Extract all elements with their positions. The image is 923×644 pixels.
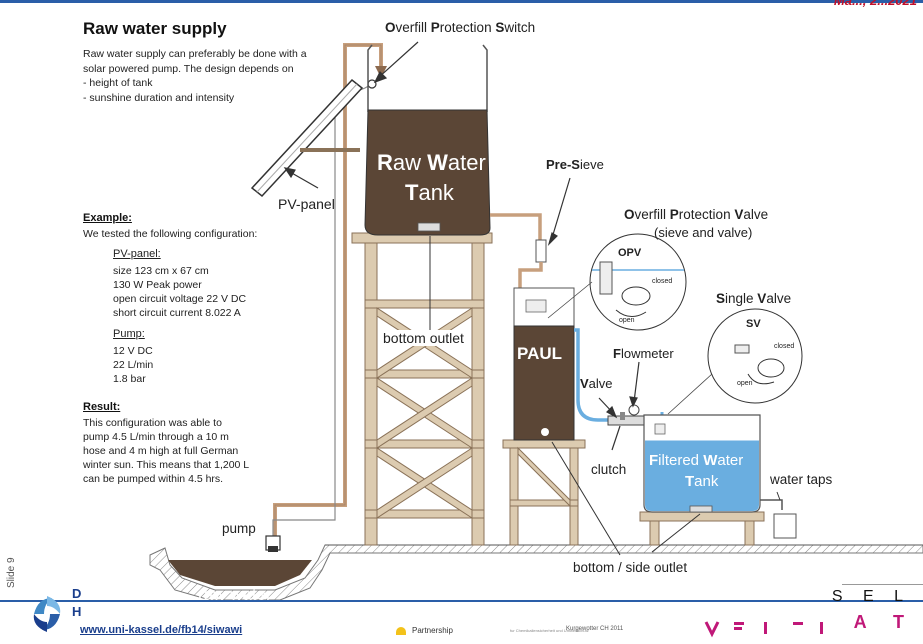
pv-heading: PV-panel: — [113, 248, 161, 260]
valve-label: Valve — [580, 376, 613, 391]
sv-closed: closed — [774, 343, 795, 350]
sv-open: open — [737, 380, 753, 387]
inflow-arrow — [375, 66, 387, 78]
intro-line: Raw water supply can preferably be done … — [83, 48, 307, 60]
flowmeter-label: Flowmeter — [613, 346, 674, 361]
pre-sieve-hose — [490, 213, 542, 240]
filtered-water-tank — [643, 414, 761, 513]
ops-label: Overfill Protection Switch — [385, 20, 536, 35]
slide-number: Slide 9 — [6, 557, 17, 588]
filtered-tank-stand — [639, 511, 765, 546]
pointer-arrows — [283, 41, 781, 556]
opv-closed: closed — [652, 278, 673, 285]
bottom-outlet-label: bottom outlet — [381, 330, 466, 346]
intro-line: solar powered pump. The design depends o… — [83, 62, 294, 75]
pv-line: short circuit current 8.022 A — [113, 307, 241, 319]
intro-line: - height of tank — [83, 77, 153, 89]
partner-small-text-2: Kurgewotter CH 2011 — [566, 626, 624, 632]
opv-label-line2: (sieve and valve) — [654, 225, 753, 240]
pump-line: 12 V DC — [113, 345, 153, 357]
result-line: This configuration was able to — [83, 417, 222, 429]
result-line: hose and 4 m high at full German — [83, 445, 239, 457]
pv-cable — [272, 83, 373, 540]
wooden-tower — [351, 232, 493, 546]
filtered-tank-label-line2: Tank — [685, 473, 719, 490]
result-line: winter sun. This means that 1,200 L — [83, 459, 250, 471]
result-line: can be pumped within 4.5 hrs. — [83, 473, 224, 485]
sv-detail-circle — [707, 308, 803, 404]
header-date: Ma..., 2...2021 — [833, 0, 917, 8]
sv-label: Single Valve — [716, 291, 792, 306]
bottom-side-outlet-label: bottom / side outlet — [573, 560, 688, 575]
footer-d: D — [72, 586, 82, 601]
intro-line: - sunshine duration and intensity — [83, 91, 235, 104]
intro-text: Raw water supply can preferably be done … — [83, 47, 307, 105]
example-text: We tested the following configuration: — [83, 228, 258, 240]
pump-line: 1.8 bar — [113, 373, 146, 385]
footer-rule — [0, 600, 923, 602]
partner-small-text: fur Chemikaliensicherheit und Umweltschu… — [510, 628, 589, 633]
opv-detail-circle — [589, 233, 687, 331]
raw-water-pool — [168, 560, 312, 586]
raw-water-label: raw water — [198, 585, 272, 604]
pv-line: size 123 cm x 67 cm — [113, 265, 209, 277]
clean-water-hose — [574, 328, 615, 422]
pre-sieve-label: Pre-Sieve — [546, 157, 604, 172]
clutch-label: clutch — [591, 462, 627, 477]
filtered-tank-label-line1: Filtered Water — [649, 452, 744, 469]
pre-sieve — [535, 239, 547, 263]
raw-water-tank — [364, 44, 491, 236]
university-wordmark-bottom: A T — [853, 612, 915, 632]
pump-label: pump — [222, 521, 256, 536]
pv-line: open circuit voltage 22 V DC — [113, 293, 247, 305]
footer-h: H — [72, 604, 82, 619]
partner-logo-icon — [396, 627, 406, 635]
result-line: pump 4.5 L/min through a 10 m — [83, 431, 229, 443]
opv-label-line1: Overfill Protection Valve — [624, 207, 769, 222]
pv-panel-label: PV-panel — [278, 196, 335, 212]
ground — [149, 544, 923, 600]
example-heading: Example: — [83, 212, 132, 224]
pv-panel — [250, 78, 364, 198]
raw-tank-label-line1: Raw Water — [377, 150, 486, 175]
university-logo-icon — [33, 596, 61, 632]
water-tap — [760, 499, 797, 539]
paul-unit — [513, 287, 575, 441]
uni-rule — [842, 584, 923, 585]
website-link[interactable]: www.uni-kassel.de/fb14/siwawi — [80, 624, 243, 636]
opv-abbr: OPV — [618, 247, 642, 259]
pv-line: 130 W Peak power — [113, 279, 202, 291]
raw-tank-label-line2: Tank — [405, 180, 454, 205]
sv-leader — [667, 373, 713, 415]
water-taps-label: water taps — [770, 472, 833, 487]
paul-label: PAUL — [517, 344, 563, 363]
university-wordmark-partial-icon — [704, 621, 823, 638]
opv-leader — [547, 281, 593, 319]
pump-heading: Pump: — [113, 328, 145, 340]
sv-abbr: SV — [746, 318, 761, 330]
pump-line: 22 L/min — [113, 359, 154, 371]
partnership-text: Partnership — [412, 626, 453, 635]
paul-stand — [502, 439, 586, 546]
page-title: Raw water supply — [83, 19, 227, 38]
opv-open: open — [619, 317, 635, 324]
university-wordmark-top: S E L — [831, 588, 911, 605]
header-rule — [0, 0, 923, 3]
result-heading: Result: — [83, 401, 121, 413]
